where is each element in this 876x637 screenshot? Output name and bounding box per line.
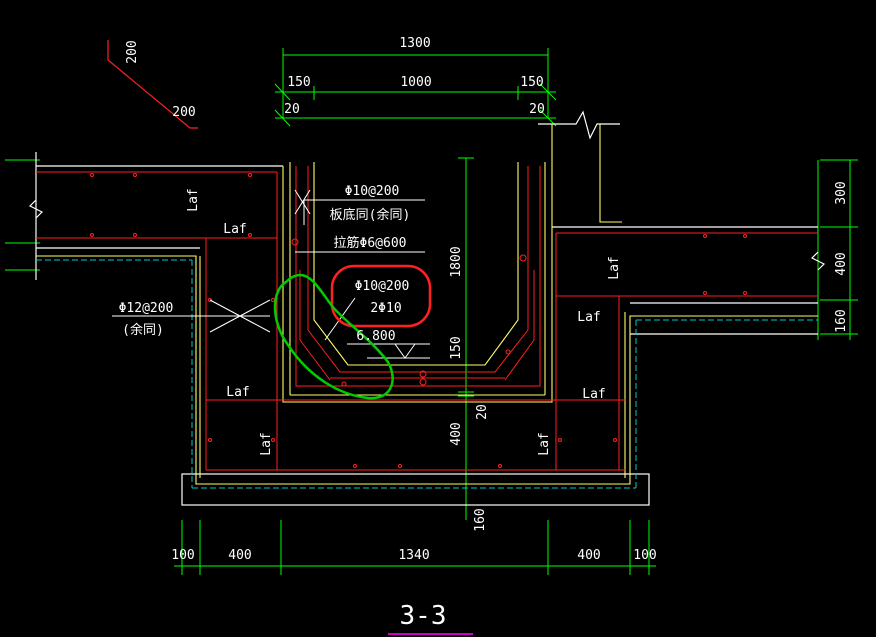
callout-wall-rebar-note: (余同) bbox=[122, 322, 164, 338]
dim-haunch: 150 bbox=[449, 336, 464, 359]
dim-overall: 1300 bbox=[399, 36, 430, 51]
dim-bottom-1: 100 bbox=[171, 548, 194, 563]
callout-top-rebar: Φ10@200 bbox=[345, 184, 400, 199]
callout-wall-rebar: Φ12@200 bbox=[119, 301, 174, 316]
dim-right-2: 400 bbox=[834, 252, 849, 275]
dim-slab: 400 bbox=[449, 422, 464, 445]
laf-right-vertical: Laf bbox=[607, 256, 622, 279]
dim-depth: 1800 bbox=[449, 246, 464, 277]
laf-bottom-left: Laf bbox=[226, 385, 249, 400]
callout-circled-rebar-count: 2Φ10 bbox=[370, 301, 401, 316]
callout-top-rebar-note: 板底同(余同) bbox=[330, 207, 411, 223]
dim-bottom-2: 400 bbox=[228, 548, 251, 563]
dim-bottom-3: 1340 bbox=[398, 548, 429, 563]
callout-elevation: 6.800 bbox=[356, 329, 395, 344]
dim-left-cover: 20 bbox=[284, 102, 300, 117]
dim-bent-vertical: 200 bbox=[125, 40, 140, 63]
dim-cushion: 160 bbox=[473, 508, 488, 531]
green-markup-lasso bbox=[273, 273, 394, 400]
dim-bottom-4: 400 bbox=[577, 548, 600, 563]
callout-circled-rebar: Φ10@200 bbox=[355, 279, 410, 294]
laf-bottom-right: Laf bbox=[582, 387, 605, 402]
dim-right-wall: 150 bbox=[520, 75, 543, 90]
laf-lower-right-vertical: Laf bbox=[537, 432, 552, 455]
dim-cover: 20 bbox=[475, 404, 490, 420]
laf-upper-vertical: Laf bbox=[186, 188, 201, 211]
dim-right-1: 300 bbox=[834, 181, 849, 204]
concrete-outline bbox=[28, 40, 826, 506]
dim-bent-horizontal: 200 bbox=[172, 105, 195, 120]
rebar-lines bbox=[36, 166, 818, 471]
red-markup-ellipse bbox=[330, 264, 432, 328]
laf-right-horizontal: Laf bbox=[577, 310, 600, 325]
section-title: 3-3 bbox=[400, 601, 447, 631]
waterproof-layer bbox=[36, 259, 818, 489]
dim-clear: 1000 bbox=[400, 75, 431, 90]
dim-right-cover: 20 bbox=[529, 102, 545, 117]
callout-leaders bbox=[112, 189, 430, 359]
dim-left-wall: 150 bbox=[287, 75, 310, 90]
dimension-lines bbox=[5, 48, 858, 575]
laf-lower-left-vertical: Laf bbox=[259, 432, 274, 455]
laf-upper-horizontal: Laf bbox=[223, 222, 246, 237]
dim-bottom-5: 100 bbox=[633, 548, 656, 563]
rebar-dots bbox=[90, 173, 747, 468]
callout-tie-bar: 拉筋Φ6@600 bbox=[334, 235, 407, 251]
dim-right-3: 160 bbox=[834, 309, 849, 332]
